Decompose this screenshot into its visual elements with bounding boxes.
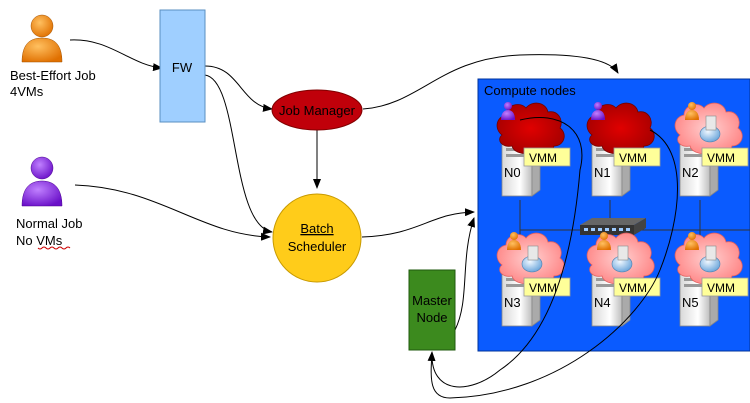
normal-user-icon [21,156,63,207]
node-user-icon [597,232,611,250]
vmm-label: VMM [619,151,647,165]
vmm-label: VMM [619,281,647,295]
vm-globe-icon [611,245,633,273]
job-manager-ellipse [271,89,363,131]
edge-jobmanager-cluster [362,54,619,110]
master-node-box [408,269,456,351]
compute-node-n4: VMM N4 [586,232,661,327]
edge-fw-jobmanager [204,65,273,112]
node-user-icon [507,232,521,250]
vmm-label: VMM [529,151,557,165]
firewall-box [159,9,206,123]
normal-line2: No VMs [16,233,63,248]
vmm-label: VMM [707,281,735,295]
edge-normal-scheduler [74,184,271,241]
node-label: N0 [504,165,521,180]
compute-node-n2: VMM N2 [674,102,749,197]
scheduler-line1: Batch [300,221,333,236]
edge-vm-return-1 [427,116,583,388]
edge-master-cluster [454,217,475,331]
normal-line1: Normal Job [16,216,82,231]
best-effort-user-icon [21,14,63,63]
node-user-icon [685,232,699,250]
scheduler-line2: Scheduler [288,239,347,254]
node-user-icon [501,102,515,120]
connectors [69,39,678,399]
spellcheck-underline [37,246,71,250]
vmm-label: VMM [707,151,735,165]
batch-scheduler-circle [272,193,362,283]
cluster-title: Compute nodes [484,83,576,98]
node-user-icon [685,102,699,120]
node-user-icon [591,102,605,120]
vmm-label: VMM [529,281,557,295]
compute-node-n1: VMM N1 [586,102,661,197]
node-label: N3 [504,295,521,310]
edge-vm-return-2 [430,129,678,399]
vm-globe-icon [699,245,721,273]
edge-scheduler-cluster [361,208,475,238]
firewall-label: FW [172,60,193,75]
node-label: N2 [682,165,699,180]
node-label: N1 [594,165,611,180]
compute-node-n5: VMM N5 [674,232,749,327]
edge-besteffort-fw [69,39,163,72]
master-line1: Master [412,293,452,308]
compute-node-n0: VMM N0 [496,102,571,197]
node-label: N4 [594,295,611,310]
vm-globe-icon [521,245,543,273]
best-effort-line2: 4VMs [10,84,44,99]
compute-node-n3: VMM N3 [496,232,571,327]
edge-fw-scheduler [204,74,273,235]
best-effort-line1: Best-Effort Job [10,68,96,83]
network-switch-icon [580,218,646,235]
node-label: N5 [682,295,699,310]
vm-globe-icon [699,115,721,143]
job-manager-label: Job Manager [279,103,356,118]
master-line2: Node [416,310,447,325]
